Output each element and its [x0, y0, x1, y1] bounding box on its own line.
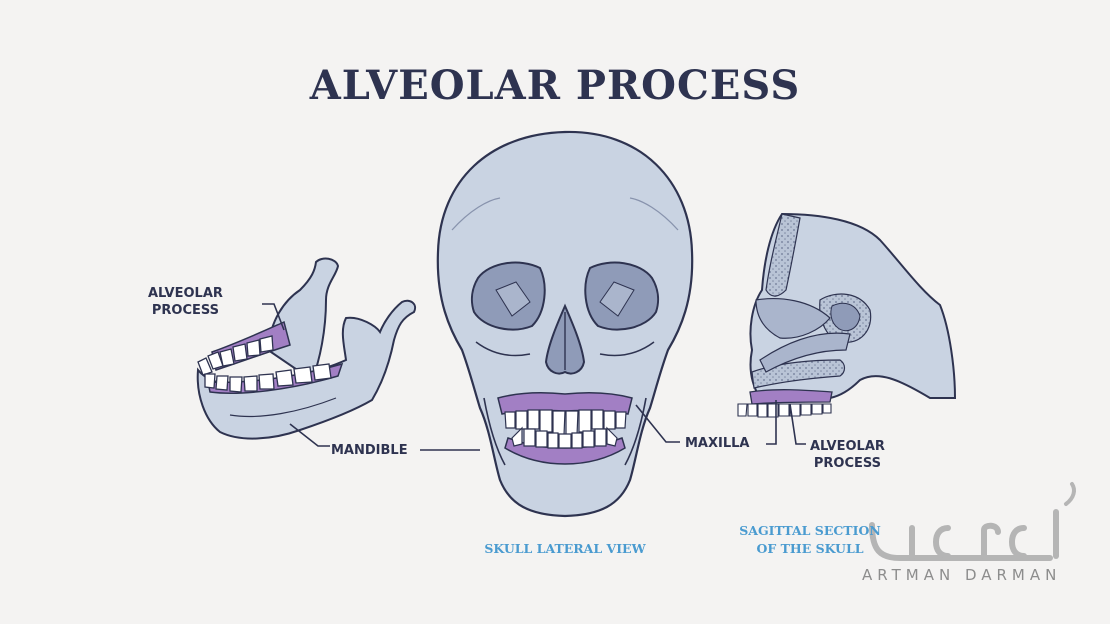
leader-mandible-jaw — [289, 423, 330, 447]
mandible-teeth — [197, 335, 332, 393]
watermark-text: ARTMAN DARMAN — [862, 566, 1062, 584]
label-line: PROCESS — [151, 303, 220, 318]
leader-lines — [262, 303, 806, 451]
caption-line: SAGITTAL SECTION — [739, 523, 881, 538]
sagittal-alveolar-highlight — [749, 389, 833, 405]
sagittal-section-illustration — [737, 212, 957, 418]
mandible-back-ramus — [266, 257, 340, 382]
lower-teeth — [511, 426, 618, 449]
label-line: ALVEOLAR — [810, 439, 885, 454]
caption-skull-lateral-view: SKULL LATERAL VIEW — [484, 541, 646, 556]
skull-illustration — [436, 130, 694, 518]
label-sagittal-alveolar-process: ALVEOLAR PROCESS — [810, 438, 885, 472]
watermark-logo — [869, 482, 1076, 561]
leader-mandible-alveolar — [262, 303, 285, 331]
caption-sagittal-section: SAGITTAL SECTION OF THE SKULL — [730, 522, 890, 558]
mandible-illustration — [196, 257, 416, 440]
label-maxilla: MAXILLA — [685, 436, 750, 451]
sagittal-teeth — [737, 403, 832, 418]
label-line: ALVEOLAR — [148, 286, 223, 301]
leader-sagittal-alveolar — [789, 403, 806, 445]
page-title: ALVEOLAR PROCESS — [309, 62, 801, 109]
leader-sagittal-maxilla — [766, 400, 777, 445]
leader-maxilla — [635, 404, 680, 443]
label-line: PROCESS — [813, 456, 882, 471]
upper-teeth — [504, 409, 627, 436]
label-mandible: MANDIBLE — [331, 443, 408, 458]
caption-line: OF THE SKULL — [756, 541, 864, 556]
label-mandible-alveolar-process: ALVEOLAR PROCESS — [148, 285, 223, 319]
